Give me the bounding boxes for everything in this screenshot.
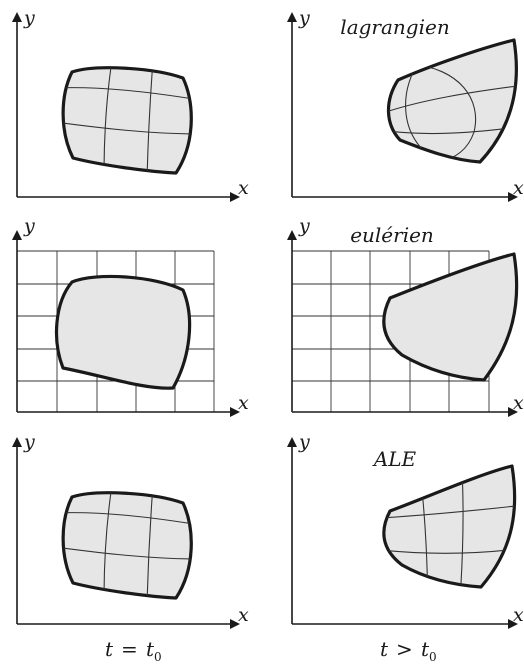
y-axis-label: y [298,431,310,453]
material-mesh [63,67,192,173]
x-axis-label: x [513,604,524,626]
y-axis [287,230,297,412]
x-axis-label: x [238,392,249,414]
panel-eulerian: y x eulérien [287,215,524,417]
x-axis [292,619,518,629]
caption-later: t > t 0 [380,637,437,664]
y-axis [12,12,22,197]
x-axis-label: x [513,177,524,199]
material-body [54,274,192,390]
y-axis [12,437,22,624]
material-body [61,66,193,175]
caption-var: t [380,637,389,661]
panel-ale: y x ALE [287,431,524,629]
y-axis-label: y [298,7,310,29]
x-axis [17,619,240,629]
caption-subscript: 0 [429,650,437,664]
ale-mesh [63,492,192,598]
panel-title: eulérien [350,223,434,247]
deformed-body [386,38,518,164]
deformed-body [382,252,519,382]
panel-lagrangian: y x lagrangien [287,7,524,202]
x-axis [17,192,240,202]
panel-initial-top: y x [12,7,249,202]
y-axis-label: y [23,215,35,237]
caption-operator: = [121,637,138,661]
caption-operator: > [396,637,413,661]
panel-eulerian-initial: y x [12,215,249,417]
x-axis-label: x [238,604,249,626]
deformed-body [382,464,517,589]
y-axis-label: y [23,7,35,29]
caption-rhs: t [421,637,430,661]
panel-title: ALE [372,447,417,471]
caption-initial: t = t 0 [105,637,162,664]
panel-ale-initial: y x [12,431,249,629]
material-body [61,491,193,600]
caption-var: t [105,637,114,661]
y-axis-label: y [298,215,310,237]
y-axis-label: y [23,431,35,453]
x-axis-label: x [238,177,249,199]
panel-title: lagrangien [340,15,449,39]
x-axis [292,192,518,202]
x-axis-label: x [513,392,524,414]
caption-rhs: t [146,637,155,661]
y-axis [287,12,297,197]
y-axis [12,230,22,412]
caption-subscript: 0 [154,650,162,664]
x-axis [292,407,518,417]
x-axis [17,407,240,417]
y-axis [287,437,297,624]
